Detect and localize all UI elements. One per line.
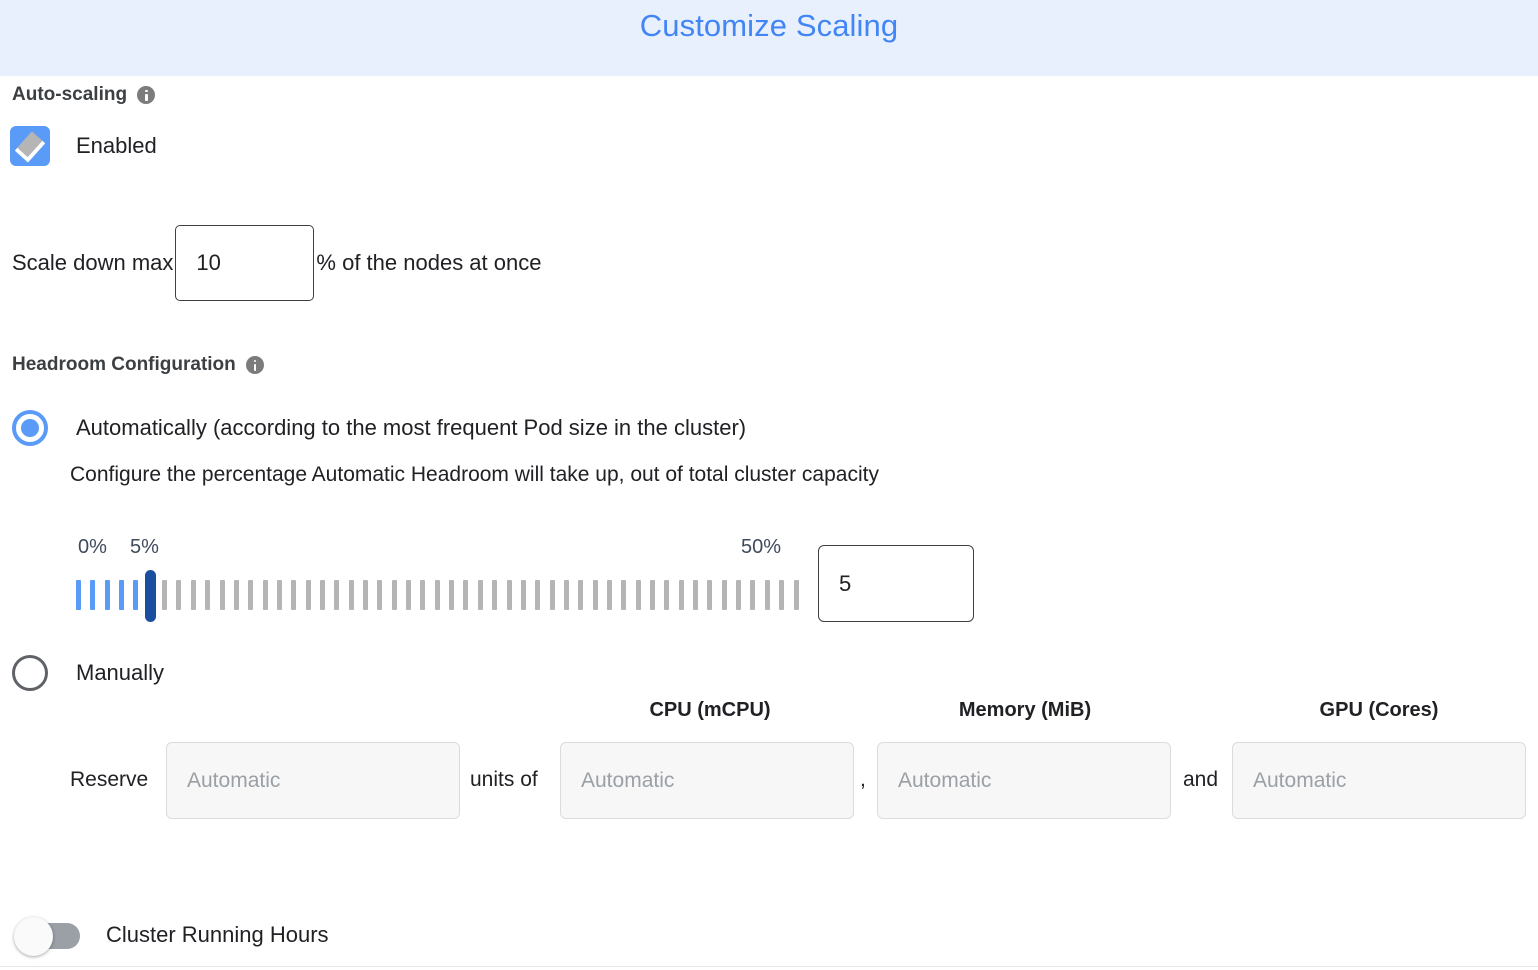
slider-tick bbox=[377, 580, 383, 610]
slider-tick bbox=[363, 580, 368, 610]
scale-down-max-suffix: % of the nodes at once bbox=[316, 250, 542, 275]
enabled-checkbox-label: Enabled bbox=[76, 133, 157, 158]
scale-down-max-label: Scale down max bbox=[12, 250, 174, 275]
slider-tick bbox=[549, 580, 555, 610]
reserve-label: Reserve bbox=[70, 768, 149, 791]
slider-tick bbox=[133, 580, 139, 610]
slider-tick bbox=[190, 580, 196, 610]
slider-thumb[interactable] bbox=[144, 570, 156, 622]
slider-tick bbox=[721, 580, 727, 610]
slider-tick bbox=[104, 580, 110, 610]
slider-tick bbox=[664, 580, 670, 610]
slider-tick bbox=[276, 580, 282, 610]
info-icon[interactable] bbox=[137, 86, 156, 104]
slider-tick bbox=[291, 580, 297, 610]
auto-scaling-label-text: Auto-scaling bbox=[12, 84, 128, 105]
slider-tick bbox=[463, 580, 469, 610]
headroom-slider[interactable]: 0% 5% 50% bbox=[76, 536, 816, 626]
auto-scaling-enabled-row[interactable]: Enabled bbox=[10, 126, 157, 166]
enabled-checkbox[interactable] bbox=[10, 126, 50, 166]
slider-tick bbox=[707, 580, 713, 610]
radio-automatic-icon[interactable] bbox=[12, 410, 48, 446]
slider-tick bbox=[262, 580, 268, 610]
auto-scaling-section-label: Auto-scaling bbox=[12, 84, 156, 106]
slider-tick bbox=[779, 580, 785, 610]
page-title: Customize Scaling bbox=[639, 8, 899, 43]
slider-tick bbox=[420, 580, 426, 610]
slider-tick bbox=[233, 580, 239, 610]
slider-tick bbox=[492, 580, 498, 610]
slider-tick bbox=[305, 580, 311, 610]
slider-tick bbox=[764, 580, 770, 610]
headroom-section-label: Headroom Configuration bbox=[12, 354, 264, 376]
slider-tick bbox=[348, 580, 354, 610]
slider-tick bbox=[678, 580, 684, 610]
slider-tick bbox=[176, 580, 182, 610]
units-of-label: units of bbox=[470, 768, 538, 791]
radio-manual-label: Manually bbox=[76, 660, 165, 685]
slider-tick bbox=[248, 580, 254, 610]
and-separator: and bbox=[1183, 768, 1219, 791]
slider-tick bbox=[334, 580, 340, 610]
headroom-percentage-input[interactable] bbox=[818, 545, 974, 622]
cpu-input[interactable] bbox=[560, 742, 854, 819]
slider-tick bbox=[592, 580, 598, 610]
comma-separator: , bbox=[860, 768, 866, 791]
radio-automatic-label: Automatically (according to the most fre… bbox=[76, 415, 747, 440]
manual-reserve-row: Reserve units of , and bbox=[0, 742, 1538, 819]
slider-tick bbox=[477, 580, 483, 610]
reserve-units-input[interactable] bbox=[166, 742, 460, 819]
slider-tick bbox=[736, 580, 742, 610]
bottom-divider bbox=[0, 966, 1538, 967]
slider-tick bbox=[506, 580, 512, 610]
cluster-running-hours-row[interactable]: Cluster Running Hours bbox=[14, 917, 329, 956]
slider-tick bbox=[520, 580, 526, 610]
scale-down-max-input[interactable] bbox=[175, 225, 315, 301]
scale-down-max-row: Scale down max % of the nodes at once bbox=[12, 225, 541, 301]
cpu-field-caption: CPU (mCPU) bbox=[649, 699, 771, 721]
slider-tick bbox=[650, 580, 655, 610]
slider-tick bbox=[449, 580, 455, 610]
toggle-knob bbox=[14, 917, 53, 956]
slider-tick bbox=[606, 580, 612, 610]
dialog-header: Customize Scaling bbox=[0, 0, 1538, 76]
slider-tick bbox=[793, 580, 799, 610]
slider-tick bbox=[205, 580, 211, 610]
slider-tick bbox=[635, 580, 641, 610]
slider-tick bbox=[219, 580, 225, 610]
check-icon bbox=[14, 131, 46, 163]
gpu-input[interactable] bbox=[1232, 742, 1526, 819]
slider-max-label: 50% bbox=[741, 536, 782, 558]
gpu-field-caption: GPU (Cores) bbox=[1319, 699, 1439, 721]
headroom-option-manual[interactable]: Manually bbox=[12, 655, 164, 691]
slider-min-label: 0% bbox=[78, 536, 107, 558]
headroom-helper-text: Configure the percentage Automatic Headr… bbox=[70, 463, 879, 486]
slider-tick bbox=[162, 580, 168, 610]
memory-input[interactable] bbox=[877, 742, 1171, 819]
headroom-option-automatic[interactable]: Automatically (according to the most fre… bbox=[12, 410, 746, 446]
cluster-running-hours-label: Cluster Running Hours bbox=[106, 922, 329, 947]
slider-tick bbox=[578, 580, 584, 610]
slider-tick bbox=[563, 580, 569, 610]
slider-tick bbox=[406, 580, 412, 610]
slider-tick bbox=[90, 580, 96, 610]
slider-tick bbox=[693, 580, 699, 610]
slider-tick bbox=[76, 580, 81, 610]
slider-tick bbox=[535, 580, 541, 610]
slider-tick bbox=[391, 580, 397, 610]
slider-current-label: 5% bbox=[130, 536, 159, 558]
slider-track[interactable] bbox=[76, 570, 808, 622]
info-icon[interactable] bbox=[245, 356, 264, 374]
memory-field-caption: Memory (MiB) bbox=[958, 699, 1092, 721]
radio-manual-icon[interactable] bbox=[12, 655, 48, 691]
slider-tick bbox=[750, 580, 756, 610]
slider-tick bbox=[434, 580, 440, 610]
headroom-label-text: Headroom Configuration bbox=[12, 354, 236, 375]
slider-tick bbox=[319, 580, 325, 610]
cluster-running-hours-toggle[interactable] bbox=[14, 917, 80, 956]
slider-tick bbox=[119, 580, 125, 610]
slider-tick bbox=[621, 580, 627, 610]
